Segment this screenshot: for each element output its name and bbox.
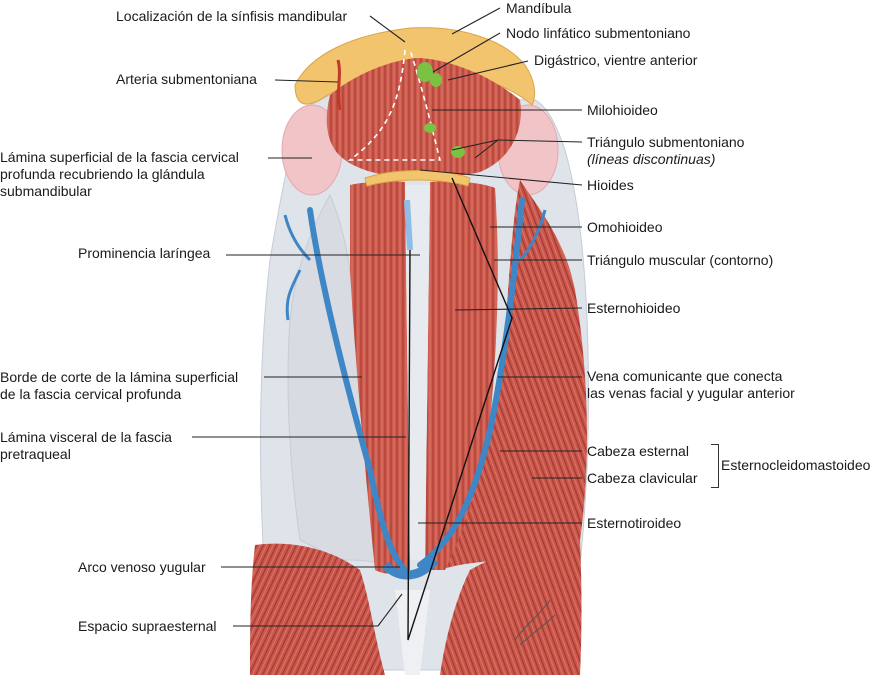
pectoral-left <box>250 543 385 675</box>
label-submental-triangle-note: (líneas discontinuas) <box>587 151 716 167</box>
vein-branch-left <box>283 214 312 321</box>
lymph-node-1 <box>417 62 433 82</box>
lymph-node-3 <box>424 123 436 133</box>
laryngeal-strip <box>405 185 430 560</box>
muscular-triangle-outline <box>407 177 513 641</box>
label-mandible: Mandíbula <box>506 0 572 16</box>
label-mylohyoid: Milohioideo <box>587 102 658 118</box>
submental-triangle-outline <box>347 49 442 161</box>
sternohyoid-left <box>350 181 410 574</box>
sternum-tendons <box>395 590 430 675</box>
label-digastric-anterior: Digástrico, vientre anterior <box>534 52 698 68</box>
label-submental-artery: Arteria submentoniana <box>116 71 257 87</box>
leader-lines <box>192 7 583 627</box>
label-suprasternal-space: Espacio supraesternal <box>78 618 217 634</box>
hyoid-bone <box>364 170 471 187</box>
label-superficial-lamina: Lámina superficial de la fascia cervical… <box>0 149 239 199</box>
label-sternocleidomastoid: Esternocleidomastoideo <box>721 457 871 473</box>
jugular-venous-arch <box>381 556 439 580</box>
label-clavicular-head: Cabeza clavicular <box>587 470 698 486</box>
label-sternal-head: Cabeza esternal <box>587 443 689 459</box>
label-sternohyoid: Esternohioideo <box>587 300 681 316</box>
label-hyoid: Hioides <box>587 177 634 193</box>
sternohyoid-right <box>425 181 498 570</box>
label-visceral-lamina: Lámina visceral de la fascia pretraqueal <box>0 429 172 462</box>
label-omohyoid: Omohioideo <box>587 219 663 235</box>
label-sternothyroid: Esternotiroideo <box>587 515 682 531</box>
mylohyoid <box>326 58 521 178</box>
vein-branch-right <box>518 209 547 262</box>
artist-signature <box>514 599 556 646</box>
anterior-jugular-vein-left <box>307 207 408 573</box>
label-submental-triangle: Triángulo submentoniano <box>587 134 745 150</box>
label-mandibular-symphysis: Localización de la sínfisis mandibular <box>116 8 348 24</box>
lymph-node-2 <box>430 73 442 87</box>
anterior-jugular-vein-right <box>417 197 525 568</box>
label-jugular-venous-arch: Arco venoso yugular <box>78 559 206 575</box>
laryngeal-vein <box>404 199 413 251</box>
pectoral-right <box>440 540 582 675</box>
label-submental-lymph-node: Nodo linfático submentoniano <box>506 25 691 41</box>
submental-artery <box>336 59 342 111</box>
label-laryngeal-prominence: Prominencia laríngea <box>78 245 211 261</box>
label-muscular-triangle: Triángulo muscular (contorno) <box>587 252 774 268</box>
label-communicating-vein: Vena comunicante que conecta las venas f… <box>587 368 795 401</box>
scm-bracket <box>711 444 719 488</box>
label-cut-edge: Borde de corte de la lámina superficial … <box>0 369 239 402</box>
